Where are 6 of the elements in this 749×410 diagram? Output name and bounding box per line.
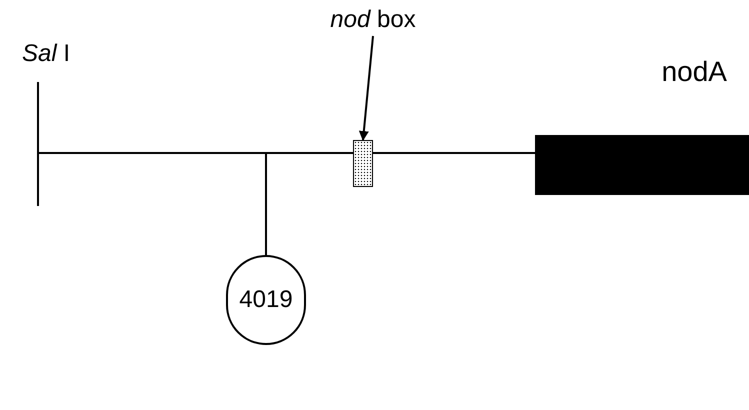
gene-label: nodA <box>662 58 727 86</box>
nod-box-element <box>353 140 373 187</box>
arrow <box>358 36 374 141</box>
restriction-site-label: Sal I <box>22 42 70 66</box>
connector-line <box>265 153 267 255</box>
element-label: nod box <box>318 4 428 36</box>
